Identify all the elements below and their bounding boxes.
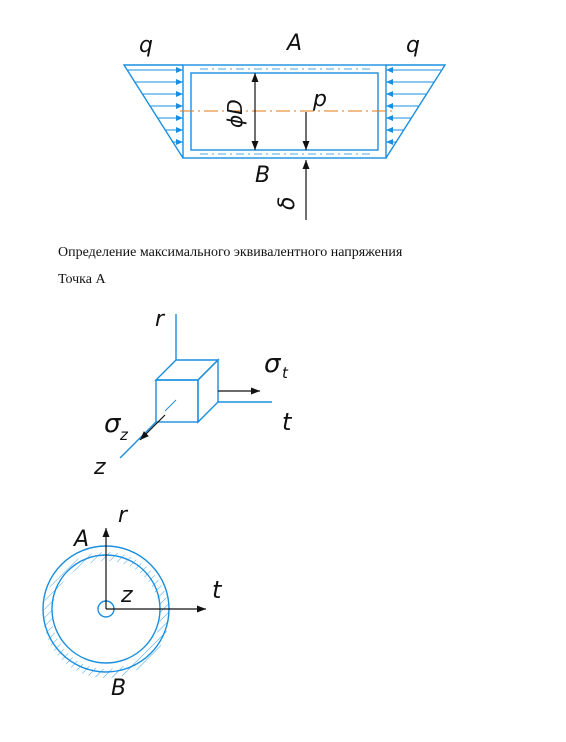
right-load-arrows xyxy=(386,67,441,145)
sigma-t-label: σ xyxy=(264,349,282,379)
point-a-caption: Точка А xyxy=(58,272,106,287)
cube-hidden-edge xyxy=(164,399,177,412)
cube-front xyxy=(155,379,199,423)
z-label: z xyxy=(93,455,106,480)
pressure-label: p xyxy=(312,87,327,112)
left-load-diagram xyxy=(122,64,184,159)
pipe-figure: q q A B p ϕD δ xyxy=(122,31,447,220)
stress-element-figure: r σ t t σ z z xyxy=(93,307,293,480)
point-b-label: B xyxy=(111,676,126,701)
sigma-t-subscript: t xyxy=(282,364,289,382)
t-label: t xyxy=(212,576,223,604)
right-load-diagram xyxy=(385,64,447,159)
thickness-label: δ xyxy=(275,197,300,210)
sigma-z-label: σ xyxy=(104,409,122,439)
point-b-label: B xyxy=(255,163,270,188)
t-label: t xyxy=(282,408,293,436)
q-left-label: q xyxy=(139,33,153,58)
r-label: r xyxy=(118,503,129,528)
pipe-inner-wall xyxy=(190,72,379,151)
section-heading: Определение максимального эквивалентного… xyxy=(58,245,403,260)
q-right-label: q xyxy=(406,33,420,58)
r-label: r xyxy=(155,307,166,332)
z-label: z xyxy=(120,583,133,608)
point-a-label: A xyxy=(285,31,302,56)
pipe-outer-wall xyxy=(182,64,387,159)
z-axis xyxy=(119,421,157,459)
cross-section-figure: A r z t B xyxy=(42,503,223,701)
sigma-z-subscript: z xyxy=(119,426,129,444)
cube-side xyxy=(197,358,219,424)
sigma-z-arrow xyxy=(139,414,166,441)
left-load-arrows xyxy=(128,67,183,145)
diameter-label: ϕD xyxy=(223,99,247,128)
point-a-label: A xyxy=(72,527,89,552)
